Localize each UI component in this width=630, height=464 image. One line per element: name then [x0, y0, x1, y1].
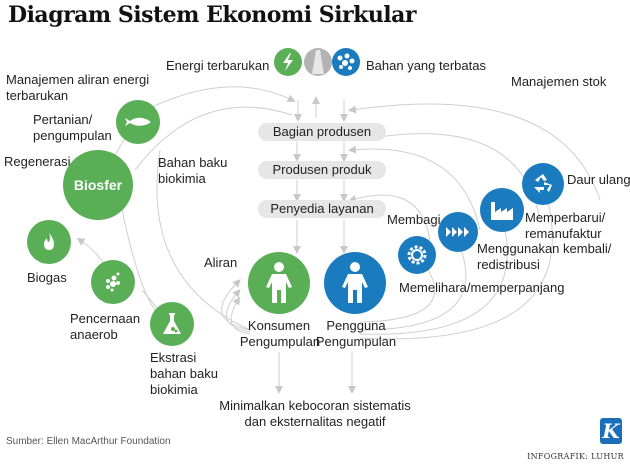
konsumen-sub-label: Pengumpulan — [239, 334, 321, 349]
lightning-icon — [274, 48, 302, 76]
kompas-logo: K — [600, 418, 622, 444]
factory-icon — [480, 188, 524, 232]
aliran-label: Aliran — [204, 255, 238, 270]
biogas-label: Biogas — [27, 270, 67, 285]
flask-icon — [150, 302, 194, 346]
leakage-line2: dan eksternalitas negatif — [244, 414, 386, 429]
consumer-person-icon — [248, 252, 310, 314]
recycle-icon — [522, 163, 564, 205]
memelihara-label: Memelihara/memperpanjang — [399, 280, 565, 295]
forward-arrows-icon — [438, 212, 478, 252]
user-person-icon — [324, 252, 386, 314]
ekstrasi-label: Ekstrasi bahan baku biokimia — [150, 350, 218, 397]
stage-produsen-produk: Produsen produk — [258, 161, 386, 179]
molecules-icon — [332, 48, 360, 76]
road-icon — [304, 48, 332, 76]
bahan-baku-biokimia-label: Bahan baku biokimia — [158, 155, 228, 186]
pertanian-label: Pertanian/ pengumpulan — [33, 112, 112, 143]
stage-penyedia-layanan: Penyedia layanan — [258, 200, 386, 218]
regenerasi-label: Regenerasi — [4, 154, 71, 169]
manajemen-energi-label: Manajemen aliran energi terbarukan — [6, 72, 150, 103]
pengguna-sub-label: Pengumpulan — [315, 334, 397, 349]
infografik-credit: INFOGRAFIK: LUHUR — [527, 452, 624, 461]
bahan-terbatas-label: Bahan yang terbatas — [366, 58, 486, 73]
page-title: Diagram Sistem Ekonomi Sirkular — [8, 2, 417, 28]
daur-ulang-label: Daur ulang — [567, 172, 630, 187]
konsumen-label: Konsumen — [247, 318, 311, 333]
fish-icon — [116, 100, 160, 144]
bubbles-icon — [91, 260, 135, 304]
membagi-label: Membagi — [387, 212, 441, 227]
menggunakan-label: Menggunakan kembali/ redistribusi — [477, 241, 612, 272]
biosfer-circle: Biosfer — [63, 150, 133, 220]
memperbarui-label: Memperbarui/ remanufaktur — [525, 210, 606, 241]
source-text: Sumber: Ellen MacArthur Foundation — [6, 436, 171, 447]
pengguna-label: Pengguna — [326, 318, 386, 333]
stage-bagian-produsen: Bagian produsen — [258, 123, 386, 141]
manajemen-stok-label: Manajemen stok — [511, 74, 607, 89]
energi-terbarukan-label: Energi terbarukan — [166, 58, 270, 73]
biosfer-label: Biosfer — [73, 177, 123, 193]
pencernaan-label: Pencernaan anaerob — [70, 311, 141, 342]
flame-icon — [27, 220, 71, 264]
leakage-line1: Minimalkan kebocoran sistematis — [219, 398, 411, 413]
gear-icon — [398, 236, 436, 274]
